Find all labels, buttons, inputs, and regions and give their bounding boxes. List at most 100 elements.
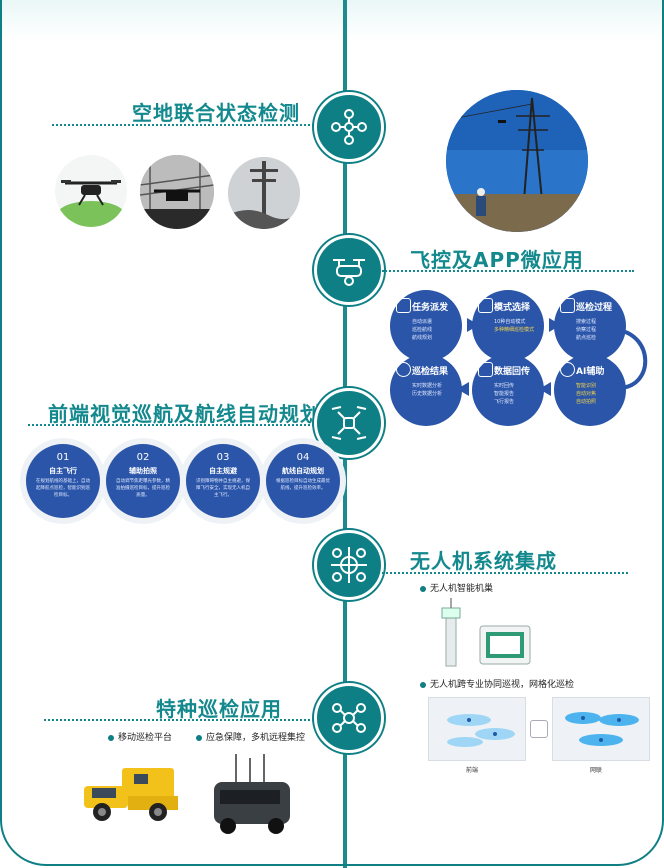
flow-line: 航线规划 [412,335,433,341]
tower-inspection-photo [446,90,588,232]
flow-inspection-process: 巡检过程 搜索过程 侦察过程 航点巡检 [554,290,626,362]
flow-title: 巡检结果 [412,367,449,377]
flow-title: 巡检过程 [576,303,613,313]
bullet-mobile-platform: 移动巡检平台 [108,730,172,743]
drone-product-image [57,180,125,227]
section-title-4: 无人机系统集成 [410,549,557,573]
hexacopter-icon [332,703,366,733]
section-divider-4 [382,572,628,574]
section-divider-5 [44,719,314,721]
node-drone-icon-5 [314,683,384,753]
step-heading: 自主规避 [209,467,237,475]
before-diagram [428,697,526,761]
step-2: 02 辅助拍照 自动调节焦距曝光参数，精准拍摄巡检目标，提升巡检质量。 [106,444,180,518]
flow-title: 数据回传 [494,367,531,377]
top-fade [0,0,664,40]
step-description: 识别障碍物并自主规避，保障飞行安全，实现无人机自主飞行。 [196,479,250,498]
flow-line: 侦察过程 [576,327,597,333]
tower-inspection-image [446,90,588,232]
flow-line: 历史数据分析 [412,391,443,397]
bullet-text: 无人机智能机巢 [430,584,494,594]
flow-line: 智能报告 [494,391,515,397]
step-1: 01 自主飞行 在规划航线的基础上，自动起降航点巡检，智能识别巡检目标。 [26,444,100,518]
flow-mode-select: 模式选择 10种自动模式 多种精细巡检模式 [472,290,544,362]
node-drone-icon-1 [314,92,384,162]
node-drone-icon-4 [314,530,384,600]
flow-line: 自动对焦 [576,391,597,397]
ai-icon [560,362,575,377]
command-vehicle-image [214,754,290,834]
flow-title: AI辅助 [576,367,605,377]
node-drone-icon-2 [314,235,384,305]
smart-nest-image [441,598,531,667]
step-4: 04 航线自动规划 根据巡检目标自动生成最优航线，提升巡检效率。 [266,444,340,518]
flow-line: 实时回传 [494,383,515,389]
section-title-1: 空地联合状态检测 [132,101,300,125]
node-drone-icon-3 [314,388,384,458]
bullet-text: 无人机跨专业协同巡视，网格化巡检 [430,680,575,690]
after-diagram [552,697,650,761]
step-heading: 自主飞行 [49,467,77,475]
step-description: 自动调节焦距曝光参数，精准拍摄巡检目标，提升巡检质量。 [116,479,170,498]
section-divider-2 [382,270,634,272]
flow-line: 飞行报告 [494,399,515,405]
flow-line: 自动拍照 [576,399,597,405]
step-heading: 航线自动规划 [282,467,324,475]
step-number: 01 [56,452,70,463]
arrow-right-icon [530,720,548,738]
yellow-truck-image [84,768,178,821]
flow-ai-assist: AI辅助 智能识别 自动对焦 自动拍照 [554,354,626,426]
flow-line: 自动派遣 [412,319,433,325]
flow-line: 多种精细巡检模式 [494,327,535,333]
substation-drone-image [140,155,214,229]
target-icon [396,362,411,377]
before-label: 前端 [466,767,479,774]
rewind-icon [560,298,575,313]
bullet-emergency: 应急保障，多机远程集控 [196,730,305,743]
step-3: 03 自主规避 识别障碍物并自主规避，保障飞行安全，实现无人机自主飞行。 [186,444,260,518]
grid-map-right-image [565,712,639,746]
flow-line: 实时数据分析 [412,383,443,389]
step-number: 03 [216,452,230,463]
section-title-2: 飞控及APP微应用 [410,248,584,272]
after-label: 网联 [590,767,603,774]
drone-photo [55,155,127,227]
bullet-dot [420,681,426,688]
flow-inspection-result: 巡检结果 实时数据分析 历史数据分析 [390,354,462,426]
bullet-dot [420,585,426,592]
quadcopter-icon [331,109,367,145]
section-divider-3 [28,424,314,426]
substation-photo [140,155,214,229]
section-title-3: 前端视觉巡航及航线自动规划 [48,402,321,426]
flow-data-return: 数据回传 实时回传 智能报告 飞行报告 [472,354,544,426]
flow-line: 搜索过程 [576,319,597,325]
check-icon [478,298,493,313]
section-divider-1 [52,124,314,126]
bullet-smart-nest: 无人机智能机巢 [420,581,493,594]
section-title-5: 特种巡检应用 [156,697,282,721]
upload-icon [478,362,493,377]
step-description: 在规划航线的基础上，自动起降航点巡检，智能识别巡检目标。 [36,479,90,498]
flow-title: 模式选择 [494,303,531,313]
bullet-text: 应急保障，多机远程集控 [206,733,306,743]
drone-front-icon [333,259,365,286]
step-description: 根据巡检目标自动生成最优航线，提升巡检效率。 [276,479,330,491]
quadcopter-x-icon [331,406,367,440]
flow-title: 任务派发 [412,303,449,313]
step-number: 04 [296,452,310,463]
flow-line: 航点巡检 [576,335,597,341]
step-number: 02 [136,452,150,463]
grid-map-left-image [447,714,515,747]
bullet-dot [196,734,202,741]
bullet-cross-inspection: 无人机跨专业协同巡视，网格化巡检 [420,677,574,690]
clipboard-icon [396,298,411,313]
utility-pole-image [228,157,300,229]
bullet-text: 移动巡检平台 [118,733,173,743]
step-heading: 辅助拍照 [129,467,157,475]
drone-target-icon [331,547,367,583]
flow-line: 10种自动模式 [494,319,526,325]
bullet-dot [108,734,114,741]
flow-task-dispatch: 任务派发 自动派遣 巡检航线 航线规划 [390,290,462,362]
